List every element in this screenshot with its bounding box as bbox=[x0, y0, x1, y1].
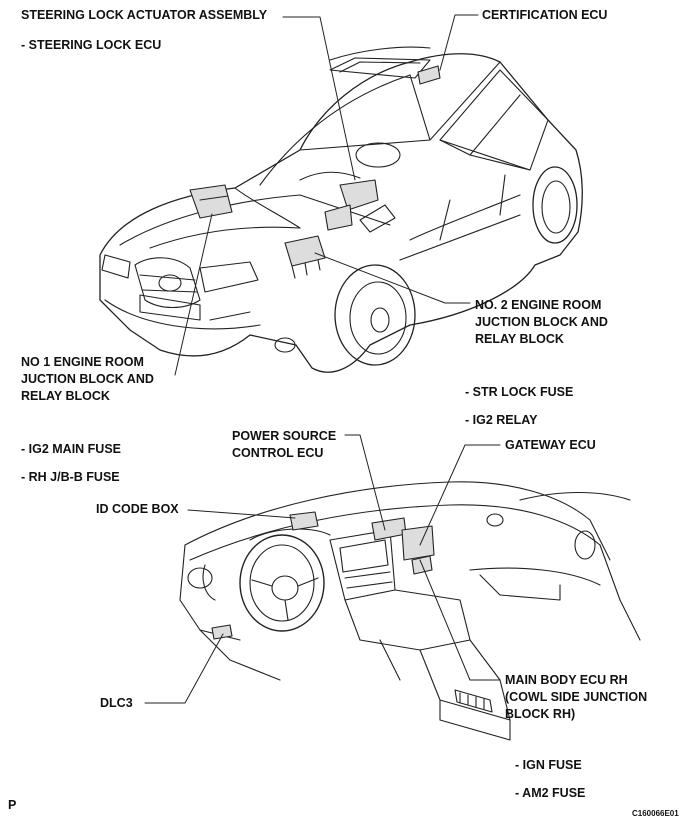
label-no1-line3: RELAY BLOCK bbox=[21, 389, 110, 403]
label-main-body-line1: MAIN BODY ECU RH bbox=[505, 673, 628, 687]
label-certification-ecu: CERTIFICATION ECU bbox=[482, 8, 608, 22]
page-marker: P bbox=[8, 798, 17, 812]
label-id-code-box: ID CODE BOX bbox=[96, 502, 179, 516]
label-no2-line2: JUCTION BLOCK AND bbox=[475, 315, 608, 329]
label-str-lock-fuse: - STR LOCK FUSE bbox=[465, 385, 574, 399]
label-am2-fuse: - AM2 FUSE bbox=[515, 786, 586, 800]
figure-code: C160066E01 bbox=[632, 809, 679, 818]
dashboard-illustration bbox=[179, 481, 641, 741]
label-power-source-line2: CONTROL ECU bbox=[232, 446, 324, 460]
label-no1-line2: JUCTION BLOCK AND bbox=[21, 372, 154, 386]
label-main-body-line3: BLOCK RH) bbox=[505, 707, 576, 721]
label-ig2-main-fuse: - IG2 MAIN FUSE bbox=[21, 442, 122, 456]
leader-lines bbox=[144, 14, 501, 704]
label-ig2-relay: - IG2 RELAY bbox=[465, 413, 538, 427]
label-steering-lock-ecu: - STEERING LOCK ECU bbox=[21, 38, 162, 52]
label-no2-line3: RELAY BLOCK bbox=[475, 332, 564, 346]
label-steering-lock-actuator: STEERING LOCK ACTUATOR ASSEMBLY bbox=[21, 8, 268, 22]
car-illustration bbox=[99, 46, 583, 373]
label-power-source-line1: POWER SOURCE bbox=[232, 429, 337, 443]
label-gateway-ecu: GATEWAY ECU bbox=[505, 438, 596, 452]
label-main-body-line2: (COWL SIDE JUNCTION bbox=[505, 690, 648, 704]
label-no2-line1: NO. 2 ENGINE ROOM bbox=[475, 298, 602, 312]
label-rh-jb-fuse: - RH J/B-B FUSE bbox=[21, 470, 120, 484]
label-dlc3: DLC3 bbox=[100, 696, 133, 710]
label-ign-fuse: - IGN FUSE bbox=[515, 758, 582, 772]
label-no1-line1: NO 1 ENGINE ROOM bbox=[21, 355, 144, 369]
